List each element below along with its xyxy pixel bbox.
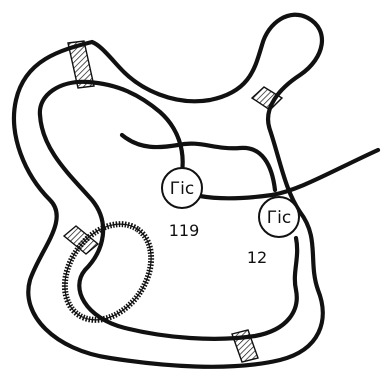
c-terminal-tail bbox=[200, 150, 378, 198]
helix-ellipse bbox=[47, 208, 169, 337]
residue-label-1: Гіс bbox=[170, 179, 194, 199]
disulfide-bond-left bbox=[64, 226, 98, 254]
residue-marker-1: Гіс 119 bbox=[162, 168, 202, 240]
disulfide-bond-right bbox=[252, 87, 282, 110]
residue-number-2: 12 bbox=[247, 248, 267, 267]
residue-number-1: 119 bbox=[169, 221, 200, 240]
residue-label-2: Гіс bbox=[267, 208, 291, 228]
residue-marker-2: Гіс 12 bbox=[247, 197, 299, 267]
